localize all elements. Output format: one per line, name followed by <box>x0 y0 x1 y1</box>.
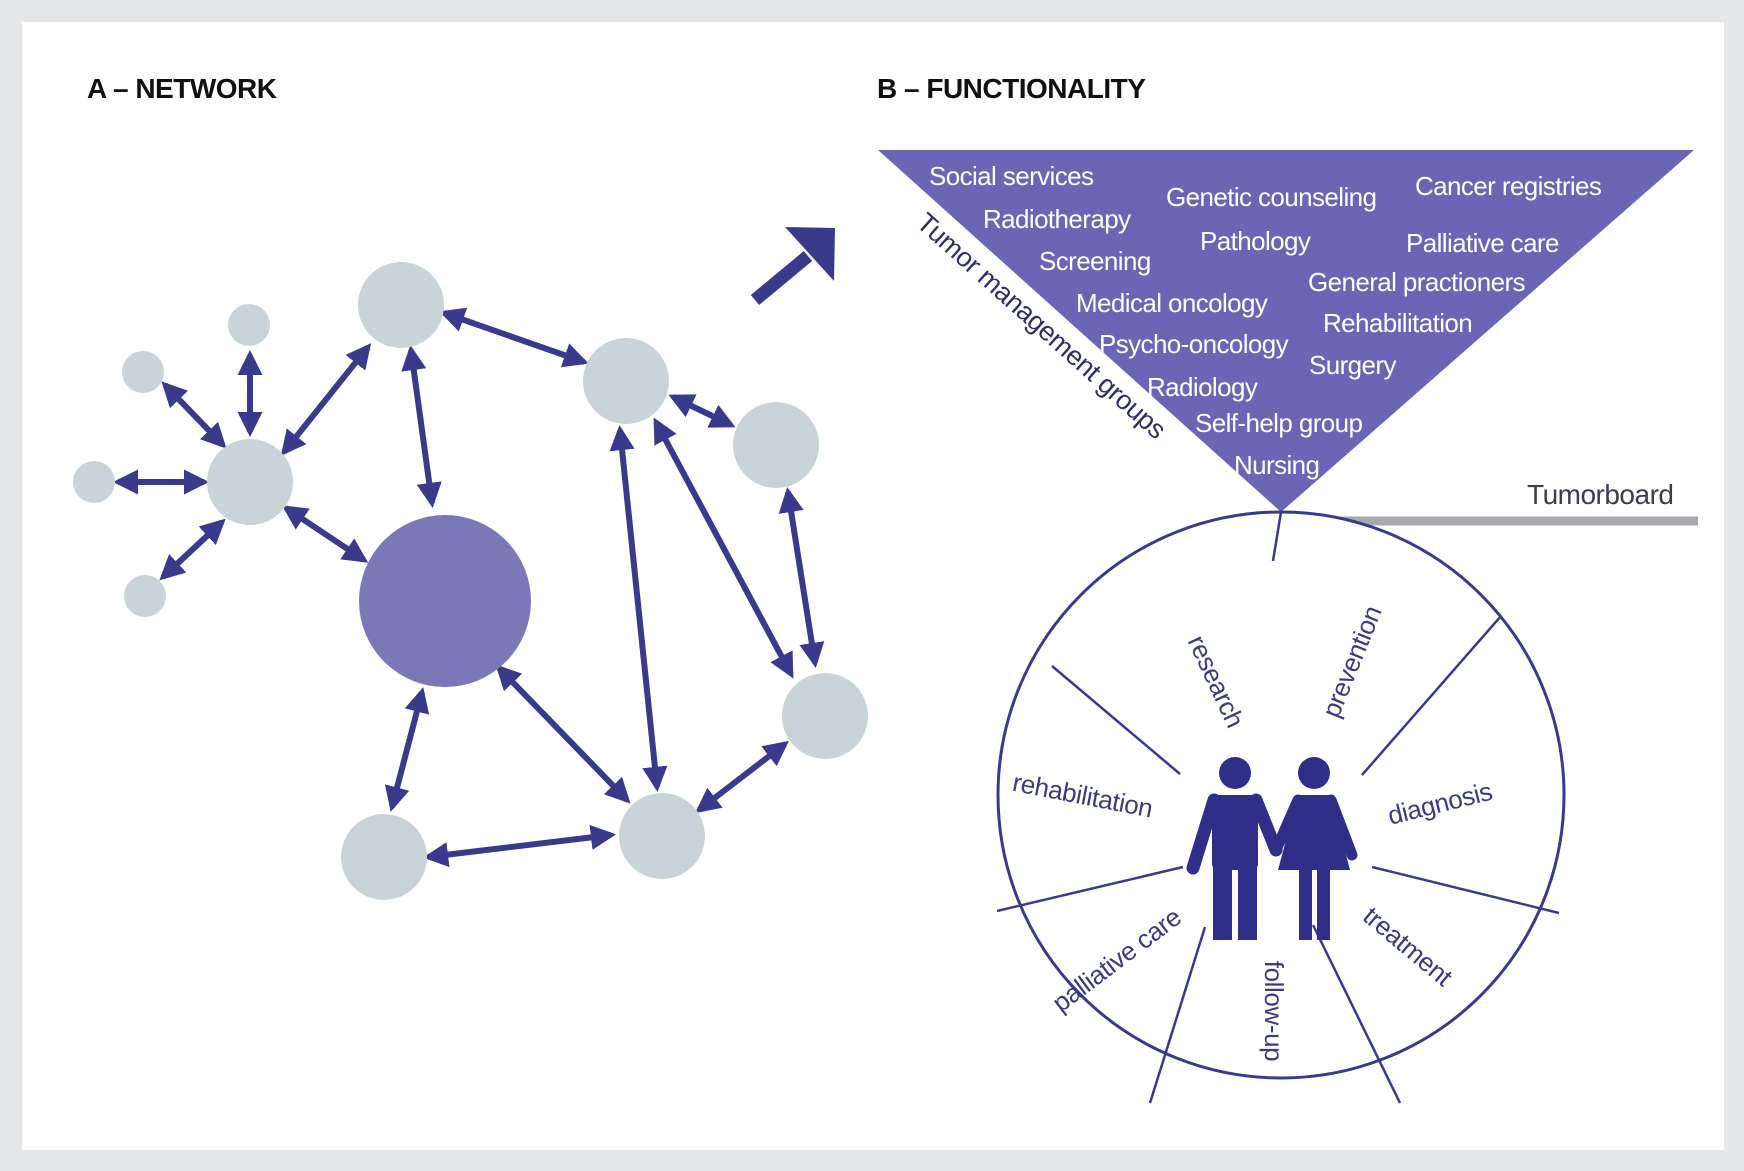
network-edges <box>112 307 825 868</box>
edge <box>159 518 226 581</box>
functionality-title: B – FUNCTIONALITY <box>877 73 1146 104</box>
wheel-spoke <box>1271 511 1283 562</box>
funnel-item: Surgery <box>1309 350 1396 380</box>
edge <box>653 417 794 679</box>
edge <box>609 424 668 793</box>
network-nodes <box>73 262 868 900</box>
people-icon <box>1186 757 1358 940</box>
network-node <box>341 814 427 900</box>
edge <box>281 505 369 563</box>
funnel-item: Cancer registries <box>1415 171 1602 201</box>
edge <box>422 824 617 868</box>
network-diagram <box>73 262 868 900</box>
funnel-item: Self-help group <box>1195 408 1362 438</box>
wheel-spoke <box>996 865 1184 913</box>
wheel-spoke <box>1361 615 1502 776</box>
edge <box>495 664 631 804</box>
wheel-spoke <box>1148 926 1207 1104</box>
network-node <box>228 304 270 346</box>
network-node <box>124 575 166 617</box>
network-node <box>207 439 293 525</box>
network-node <box>73 461 115 503</box>
edge <box>280 343 372 456</box>
funnel-item: Radiotherapy <box>983 204 1131 234</box>
network-hub-node <box>359 515 531 687</box>
funnel-triangle <box>878 150 1694 512</box>
wheel-spoke <box>1311 924 1402 1104</box>
funnel-item: Psycho-oncology <box>1099 329 1289 359</box>
edge <box>439 307 589 368</box>
network-title: A – NETWORK <box>87 73 277 104</box>
wheel-segment-label: follow-up <box>1259 961 1289 1061</box>
network-node <box>733 402 819 488</box>
edge <box>384 687 430 812</box>
funnel-item: Screening <box>1039 246 1151 276</box>
funnel-item: Genetic counseling <box>1166 182 1376 212</box>
wheel-spoke <box>1371 865 1560 915</box>
tumorboard-label: Tumorboard <box>1527 479 1673 510</box>
care-wheel: research prevention diagnosis treatment … <box>996 510 1566 1104</box>
funnel-item: Palliative care <box>1406 228 1559 258</box>
edge <box>161 381 227 449</box>
funnel-item: General practioners <box>1308 267 1526 297</box>
wheel-spokes <box>996 511 1560 1104</box>
wheel-spoke <box>1051 665 1181 775</box>
funnel-item: Radiology <box>1147 372 1258 402</box>
edge <box>401 345 442 508</box>
edge <box>695 740 789 814</box>
funnel-item: Medical oncology <box>1076 288 1268 318</box>
funnel-item: Pathology <box>1200 226 1311 256</box>
network-node <box>782 673 868 759</box>
funnel-item: Social services <box>929 161 1094 191</box>
network-node <box>619 793 705 879</box>
edge <box>778 487 825 668</box>
transition-arrow-icon <box>750 227 835 306</box>
network-node <box>583 338 669 424</box>
network-node <box>122 351 164 393</box>
funnel-item: Rehabilitation <box>1323 308 1472 338</box>
funnel-item: Nursing <box>1234 450 1319 480</box>
network-node <box>358 262 444 348</box>
edge <box>668 394 736 428</box>
